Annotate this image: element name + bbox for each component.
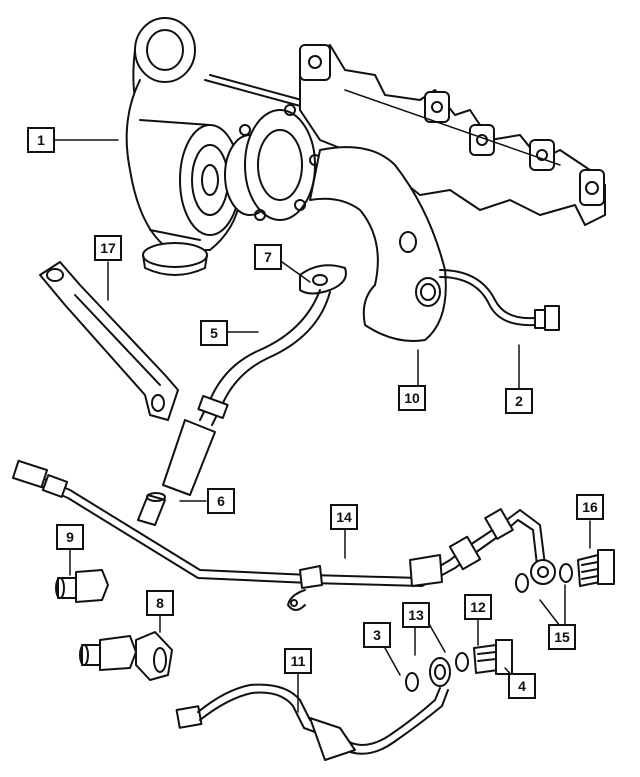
callout-16: 16 bbox=[576, 494, 604, 520]
oil-feed-line-drawing bbox=[162, 264, 347, 496]
callout-6: 6 bbox=[207, 488, 235, 514]
banjo-fittings-drawing bbox=[515, 549, 615, 593]
callout-9: 9 bbox=[56, 524, 84, 550]
callout-12: 12 bbox=[464, 594, 492, 620]
fitting-8-drawing bbox=[79, 631, 173, 681]
callout-8: 8 bbox=[146, 590, 174, 616]
coolant-line-drawing bbox=[11, 459, 556, 611]
return-line-drawing bbox=[439, 269, 560, 331]
callout-1: 1 bbox=[27, 127, 55, 153]
washer-fittings-drawing bbox=[405, 639, 513, 692]
oil-line-drawing bbox=[175, 657, 451, 761]
support-bracket-drawing bbox=[39, 261, 179, 421]
callout-3: 3 bbox=[363, 622, 391, 648]
callout-7: 7 bbox=[254, 244, 282, 270]
callout-14: 14 bbox=[330, 504, 358, 530]
fitting-9-drawing bbox=[55, 569, 109, 603]
callout-2: 2 bbox=[505, 388, 533, 414]
callout-11: 11 bbox=[284, 648, 312, 674]
callout-17: 17 bbox=[94, 235, 122, 261]
callout-4: 4 bbox=[508, 673, 536, 699]
callout-15: 15 bbox=[548, 624, 576, 650]
callout-10: 10 bbox=[398, 385, 426, 411]
turbocharger-drawing bbox=[125, 17, 321, 276]
callout-5: 5 bbox=[200, 320, 228, 346]
downpipe-elbow-drawing bbox=[309, 146, 447, 342]
exhaust-manifold-drawing bbox=[299, 44, 606, 226]
hose-piece-drawing bbox=[137, 492, 166, 526]
callout-13: 13 bbox=[402, 602, 430, 628]
leader-lines bbox=[54, 139, 591, 713]
